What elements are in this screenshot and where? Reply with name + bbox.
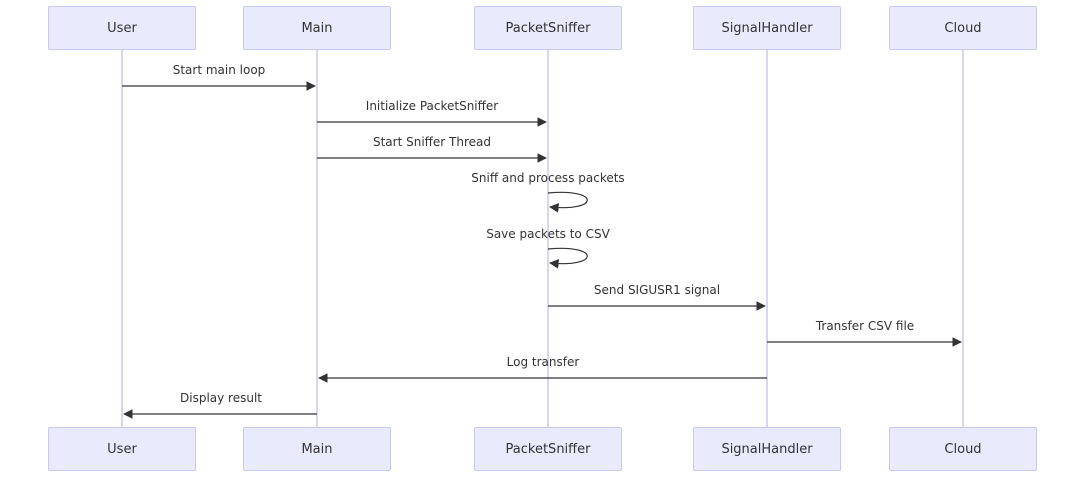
actor-cloud-bottom: Cloud — [889, 427, 1037, 471]
message-label: Initialize PacketSniffer — [366, 99, 499, 113]
actor-label: Cloud — [944, 441, 982, 457]
self-message-arrow — [547, 191, 588, 213]
actor-packetsniffer-top: PacketSniffer — [474, 6, 622, 50]
message-label: Sniff and process packets — [471, 171, 624, 185]
actor-label: Main — [301, 20, 333, 36]
actor-label: SignalHandler — [721, 441, 813, 457]
actor-user-bottom: User — [48, 427, 196, 471]
actor-cloud-top: Cloud — [889, 6, 1037, 50]
actor-main-top: Main — [243, 6, 391, 50]
actor-label: Cloud — [944, 20, 982, 36]
actor-signalhandler-top: SignalHandler — [693, 6, 841, 50]
actor-main-bottom: Main — [243, 427, 391, 471]
self-message-arrow — [547, 247, 588, 269]
actor-signalhandler-bottom: SignalHandler — [693, 427, 841, 471]
message-label: Save packets to CSV — [486, 227, 610, 241]
message-label: Start main loop — [173, 63, 266, 77]
actor-label: PacketSniffer — [505, 20, 591, 36]
actor-label: User — [107, 20, 137, 36]
message-label: Transfer CSV file — [815, 319, 914, 333]
actor-packetsniffer-bottom: PacketSniffer — [474, 427, 622, 471]
message-label: Start Sniffer Thread — [373, 135, 491, 149]
message-label: Send SIGUSR1 signal — [594, 283, 720, 297]
actor-user-top: User — [48, 6, 196, 50]
actor-label: Main — [301, 441, 333, 457]
actor-label: SignalHandler — [721, 20, 813, 36]
actor-label: PacketSniffer — [505, 441, 591, 457]
actor-label: User — [107, 441, 137, 457]
message-label: Log transfer — [507, 355, 580, 369]
message-label: Display result — [180, 391, 262, 405]
